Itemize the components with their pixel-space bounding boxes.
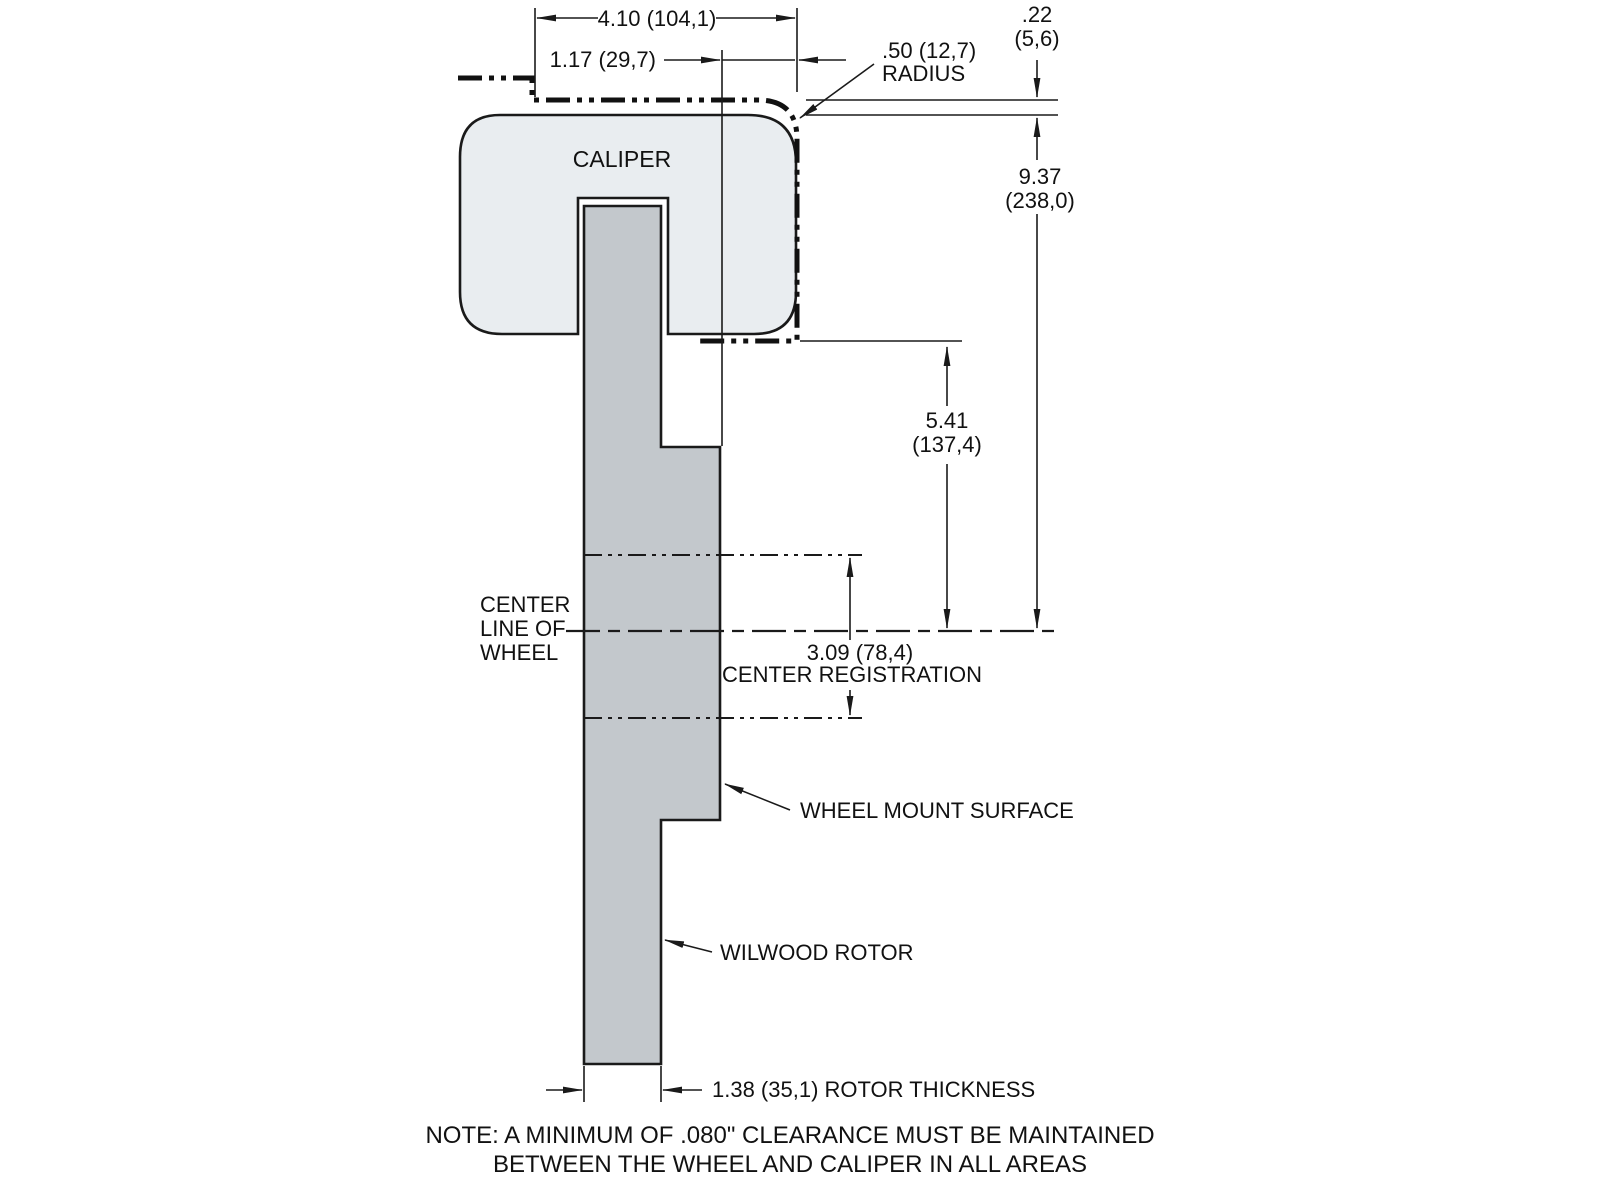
rotor-outline [582, 204, 722, 1066]
dimension-rotor-thickness: 1.38 (35,1) ROTOR THICKNESS [546, 1077, 1035, 1102]
dimension-caliper-to-centerline: 5.41 (137,4) [912, 346, 982, 629]
leader-line [799, 63, 875, 119]
dim-text: (137,4) [912, 432, 982, 457]
clearance-note: NOTE: A MINIMUM OF .080" CLEARANCE MUST … [425, 1122, 1154, 1178]
dim-text: RADIUS [882, 61, 965, 86]
note-line-2: BETWEEN THE WHEEL AND CALIPER IN ALL ARE… [493, 1151, 1087, 1178]
leader-line [664, 939, 713, 953]
callout-wilwood-rotor: WILWOOD ROTOR [664, 939, 914, 965]
dim-text: 5.41 [926, 408, 969, 433]
dimension-center-registration: 3.09 (78,4) CENTER REGISTRATION [722, 557, 982, 716]
dim-text: 3.09 (78,4) [807, 640, 913, 665]
dim-text: .50 (12,7) [882, 38, 976, 63]
dimension-caliper-overhang: 1.17 (29,7) [550, 47, 846, 72]
caliper-outline [458, 113, 798, 336]
note-line-1: NOTE: A MINIMUM OF .080" CLEARANCE MUST … [425, 1122, 1154, 1149]
dim-text: CENTER REGISTRATION [722, 662, 982, 687]
dim-text: 1.17 (29,7) [550, 47, 656, 72]
label-text: WILWOOD ROTOR [720, 940, 914, 965]
label-text: WHEEL [480, 640, 558, 665]
label-text: LINE OF [480, 616, 566, 641]
caliper-label: CALIPER [573, 146, 671, 172]
label-text: WHEEL MOUNT SURFACE [800, 798, 1074, 823]
callout-wheel-mount-surface: WHEEL MOUNT SURFACE [724, 783, 1074, 823]
wheel-envelope-phantom-line [458, 75, 800, 344]
dim-text: 4.10 (104,1) [598, 6, 717, 31]
dim-text: .22 [1022, 2, 1053, 27]
caliper-group: CALIPER [458, 113, 798, 336]
dim-text: (238,0) [1005, 188, 1075, 213]
rotor-group [582, 204, 722, 1066]
dim-text: (5,6) [1014, 26, 1059, 51]
dim-text: 9.37 [1019, 164, 1062, 189]
dimension-overall-height: 9.37 (238,0) [1005, 117, 1075, 629]
label-text: CENTER [480, 592, 570, 617]
dimension-corner-radius: .50 (12,7) RADIUS [799, 38, 976, 119]
dimension-caliper-width: 4.10 (104,1) [536, 6, 796, 31]
leader-line [724, 783, 791, 811]
label-centerline-of-wheel: CENTER LINE OF WHEEL [480, 592, 570, 665]
dimension-clearance-gap: .22 (5,6) [1014, 2, 1060, 98]
dim-text: 1.38 (35,1) ROTOR THICKNESS [712, 1077, 1035, 1102]
